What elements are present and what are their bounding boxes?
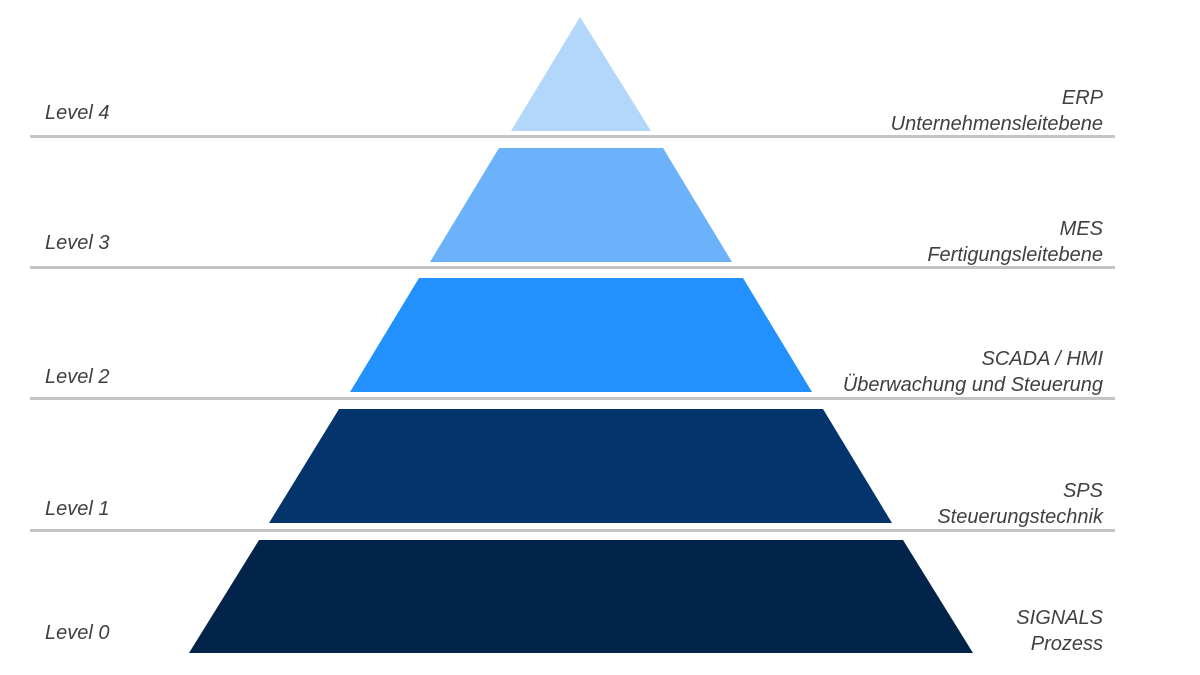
level-1-description-text: Steuerungstechnik <box>937 506 1103 528</box>
level-divider-3-2 <box>30 266 1115 269</box>
level-2-description: SCADA / HMI Überwachung und Steuerung <box>843 346 1103 398</box>
level-4-description-text: Unternehmensleitebene <box>890 113 1103 135</box>
level-0-description: SIGNALS Prozess <box>1016 605 1103 657</box>
level-3-label: Level 3 <box>45 232 110 254</box>
level-2-label: Level 2 <box>45 366 110 388</box>
level-4-label: Level 4 <box>45 102 110 124</box>
level-1-description: SPS Steuerungstechnik <box>937 478 1103 530</box>
pyramid-tier-level-0 <box>189 540 973 653</box>
level-1-system: SPS <box>1062 480 1103 502</box>
level-2-description-text: Überwachung und Steuerung <box>842 374 1103 396</box>
pyramid-tier-level-3 <box>430 148 732 262</box>
level-divider-4-3 <box>30 135 1115 138</box>
pyramid-tier-level-4 <box>511 17 651 131</box>
level-2-system: SCADA / HMI <box>981 348 1104 370</box>
level-divider-2-1 <box>30 397 1115 400</box>
level-3-description: MES Fertigungsleitebene <box>927 216 1103 268</box>
level-3-system: MES <box>1059 218 1103 240</box>
level-4-system: ERP <box>1061 87 1103 109</box>
pyramid-tier-level-2 <box>350 278 812 392</box>
level-1-label: Level 1 <box>45 498 110 520</box>
level-0-description-text: Prozess <box>1030 633 1103 655</box>
pyramid-tier-level-1 <box>269 409 892 523</box>
level-4-description: ERP Unternehmensleitebene <box>891 85 1103 137</box>
level-0-system: SIGNALS <box>1016 607 1103 629</box>
level-0-label: Level 0 <box>45 622 110 644</box>
level-3-description-text: Fertigungsleitebene <box>927 244 1103 266</box>
level-divider-1-0 <box>30 529 1115 532</box>
